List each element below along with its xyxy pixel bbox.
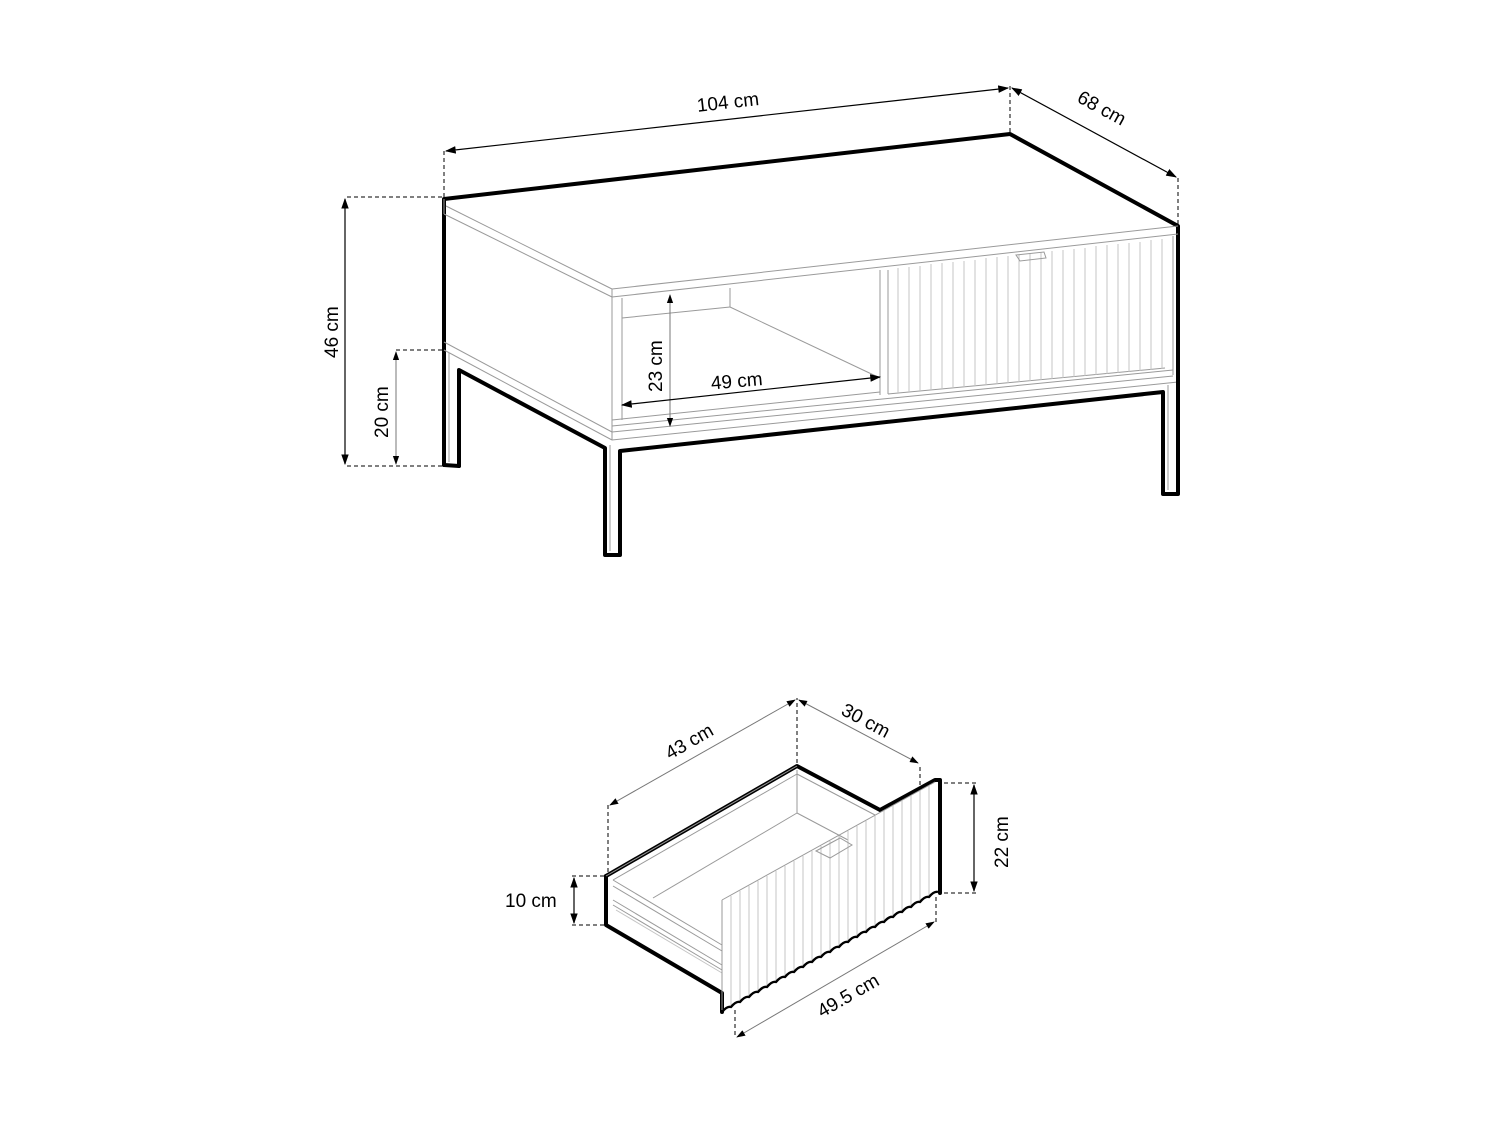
height-label: 46 cm: [322, 306, 343, 358]
coffee-table: [442, 132, 1180, 557]
depth-dimension-line: [1011, 87, 1177, 178]
drawer: [604, 764, 942, 1014]
open-shelf: [611, 288, 1174, 433]
table-top-outline: [442, 132, 1180, 467]
drawer-side-length-dimension-line: [609, 699, 796, 806]
drawer-outline: [604, 874, 724, 1014]
drawer-width-dimension-line: [798, 699, 919, 764]
drawer-front-ribbed: [879, 239, 1166, 395]
width-dimension-line: [444, 85, 1010, 154]
drawer-handle: [1015, 251, 1047, 262]
shelf-width-dimension-line: [620, 374, 882, 408]
drawer-handle-cutout: [814, 837, 853, 859]
depth-label: 68 cm: [1074, 87, 1129, 130]
drawer-front-width-dimension-line: [736, 921, 935, 1038]
drawer-inner: [612, 770, 876, 974]
drawer-front-width-label: 49.5 cm: [814, 970, 883, 1022]
leg-height-label: 20 cm: [372, 386, 393, 438]
drawer-front-panel: [721, 781, 939, 1013]
shelf-height-label: 23 cm: [646, 340, 667, 392]
drawer-side-height-label: 10 cm: [505, 891, 557, 912]
drawer-dimensions: 43 cm 30 cm 22 cm 10 cm 49.5 cm: [505, 698, 1013, 1038]
base-frame-legs: [442, 238, 1180, 557]
drawer-width-label: 30 cm: [838, 700, 894, 743]
table-dimensions: 104 cm 68 cm 46 cm 20 cm 23 cm 49 cm: [322, 85, 1179, 467]
drawer-side-length-label: 43 cm: [662, 720, 717, 764]
drawer-front-height-label: 22 cm: [992, 816, 1013, 868]
shelf-width-label: 49 cm: [710, 369, 763, 394]
width-label: 104 cm: [696, 89, 760, 117]
